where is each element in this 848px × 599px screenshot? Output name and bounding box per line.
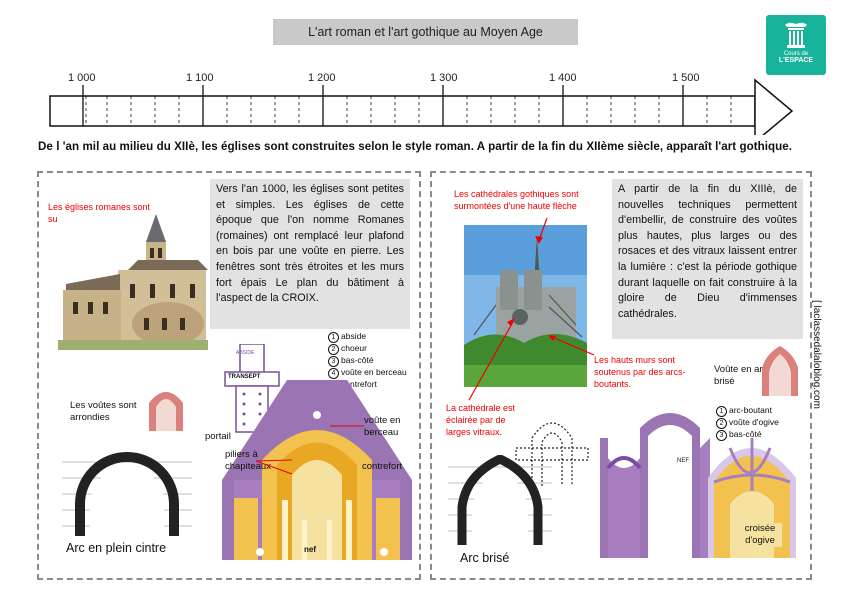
logo-line2: L'ESPACE <box>778 57 814 64</box>
voute-arc-brise-label: Voûte en arc brisé <box>714 364 768 387</box>
arrow-icon <box>535 218 548 244</box>
title-text: L'art roman et l'art gothique au Moyen A… <box>308 25 543 39</box>
tick-1000: 1 000 <box>68 72 96 84</box>
roman-nef-label: nef <box>304 545 316 554</box>
page-title: L'art roman et l'art gothique au Moyen A… <box>273 19 578 45</box>
intro-text: De l 'an mil au milieu du XIIè, les égli… <box>38 140 793 153</box>
arrow-icon <box>256 459 293 475</box>
timeline <box>49 78 794 135</box>
roman-arch-caption: Arc en plein cintre <box>66 541 167 555</box>
gothic-description: A partir de la fin du XIIIè, de nouvelle… <box>612 179 803 339</box>
logo-line1: Cours de <box>783 51 809 57</box>
croisee-ogive-label: croisée d'ogive <box>738 523 782 547</box>
gothic-panel <box>430 171 812 580</box>
roman-description: Vers l'an 1000, les églises sont petites… <box>210 179 410 329</box>
tick-1300: 1 300 <box>430 72 458 84</box>
gothic-vault-image <box>762 346 798 396</box>
gothic-cathedral-image <box>464 225 587 387</box>
tick-1400: 1 400 <box>549 72 577 84</box>
tick-1100: 1 100 <box>186 72 214 84</box>
roman-arch-image <box>62 452 192 536</box>
gothic-plan-image <box>515 422 589 486</box>
arrow-icon <box>468 318 515 401</box>
plan-transept-label: TRANSEPT <box>228 374 261 380</box>
roman-vault-image <box>149 392 183 431</box>
roman-interior-image <box>222 380 412 560</box>
roman-vaults-label: Les voûtes sont arrondies <box>70 400 137 423</box>
gothic-arch-image <box>448 455 552 545</box>
voute-berceau-label: voûte en berceau <box>364 415 401 438</box>
arrow-icon <box>330 425 364 427</box>
side-credit: [ laclassedalaloblog.com <box>811 300 822 409</box>
roman-plan-image <box>224 344 280 433</box>
column-icon <box>785 22 807 48</box>
gothic-arch-caption: Arc brisé <box>460 551 510 565</box>
contrefort-label: contrefort <box>362 461 403 472</box>
portail-label: portail <box>205 431 231 442</box>
site-logo[interactable]: Cours de L'ESPACE <box>766 15 826 75</box>
roman-church-image <box>58 212 208 350</box>
tick-1200: 1 200 <box>308 72 336 84</box>
arrow-icon <box>548 335 594 356</box>
piliers-label: piliers à chapiteaux <box>225 449 271 472</box>
gothic-spire-label: Les cathédrales gothiques sont surmontée… <box>454 189 579 211</box>
roman-panel <box>37 171 421 580</box>
plan-abside-label: ABSIDE <box>236 350 255 356</box>
gothic-walls-label: Les hauts murs sont soutenus par des arc… <box>594 355 686 389</box>
tick-1500: 1 500 <box>672 72 700 84</box>
gothic-nef-label: NEF <box>677 458 689 464</box>
gothic-light-label: La cathédrale est éclairée par de larges… <box>446 403 516 437</box>
